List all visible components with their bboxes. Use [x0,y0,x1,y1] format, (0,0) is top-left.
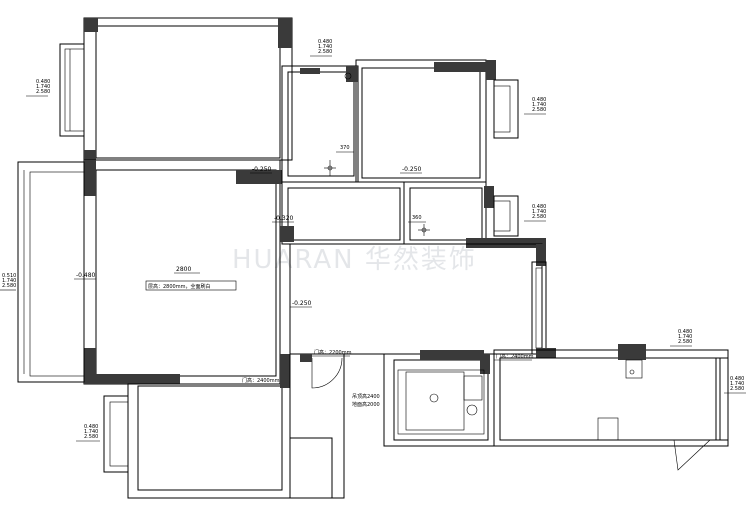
svg-text:1.740: 1.740 [36,84,50,90]
svg-text:0.480: 0.480 [730,376,744,382]
ceiling-height: 2800 [176,266,191,273]
window-label-6: 0.480 1.740 2.580 [76,424,100,442]
svg-text:0.480: 0.480 [532,97,546,103]
svg-text:2.580: 2.580 [678,339,692,345]
window-label-3: 0.480 1.740 2.580 [524,97,546,115]
door-label-3: 门高：2400mm [496,353,534,360]
level-mark-2: -0.250 [402,166,422,173]
door-label-2: 门高：2200mm [314,349,352,356]
svg-text:0.480: 0.480 [36,79,50,85]
level-mark-5: -0.250 [292,300,312,307]
svg-text:2.580: 2.580 [532,107,546,113]
svg-text:0.510: 0.510 [2,273,16,279]
window-label-5: 0.510 1.740 2.580 [0,273,16,291]
svg-text:2.580: 2.580 [2,283,16,289]
dim-360: 360 [412,215,422,221]
svg-text:1.740: 1.740 [84,429,98,435]
ceiling-note: 层高：2800mm，全面刷白 [148,283,210,290]
living-room [17,159,282,385]
window-label-4: 0.480 1.740 2.580 [524,204,546,222]
door-label-1: 门高：2400mm [242,377,280,384]
svg-text:0.480: 0.480 [84,424,98,430]
window-label-1: 0.480 1.740 2.580 [26,79,50,97]
bedroom-top-left [59,17,293,164]
kitchen [493,344,729,471]
labels: -0.250 -0.250 -0.320 -0.480 -0.250 2800 … [0,39,746,442]
bathroom [383,350,495,447]
watermark-text: HUARAN 华然装饰 [232,245,477,275]
svg-text:2.580: 2.580 [36,89,50,95]
bath-label-ceiling: 吊顶高2400 [352,393,380,400]
window-label-7: 0.480 1.740 2.580 [670,329,692,347]
svg-text:1.740: 1.740 [678,334,692,340]
svg-text:2.580: 2.580 [84,434,98,440]
level-mark-4: -0.480 [76,272,96,279]
level-mark-3: -0.320 [274,215,294,222]
small-rooms-top [281,59,519,183]
svg-text:2.580: 2.580 [532,214,546,220]
dim-370: 370 [340,145,350,151]
svg-text:1.740: 1.740 [2,278,16,284]
svg-text:1.740: 1.740 [318,44,332,50]
entrance [289,353,345,499]
svg-text:1.740: 1.740 [532,209,546,215]
svg-text:0.480: 0.480 [678,329,692,335]
svg-text:1.740: 1.740 [532,102,546,108]
bath-label-floor: 地面高2000 [352,401,380,408]
svg-text:2.580: 2.580 [318,49,332,55]
svg-text:1.740: 1.740 [730,381,744,387]
window-label-2: 0.480 1.740 2.580 [310,39,332,57]
svg-text:0.480: 0.480 [318,39,332,45]
svg-text:2.580: 2.580 [730,386,744,392]
svg-text:0.480: 0.480 [532,204,546,210]
window-label-8: 0.480 1.740 2.580 [724,376,746,394]
level-mark-1: -0.250 [252,166,272,173]
